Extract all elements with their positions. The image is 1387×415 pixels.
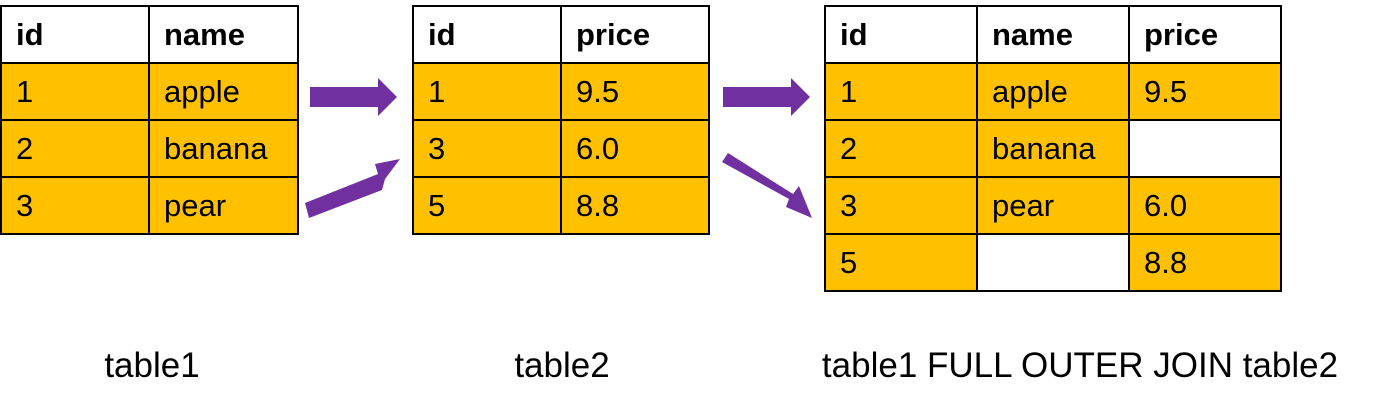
result-caption: table1 FULL OUTER JOIN table2 xyxy=(821,346,1339,385)
table-row: 1 apple xyxy=(0,62,299,121)
table1-cell: 1 xyxy=(0,62,150,121)
table-row: 5 8.8 xyxy=(824,233,1282,292)
arrow-table1-row1-to-table2 xyxy=(310,78,397,116)
table-row: 1 apple 9.5 xyxy=(824,62,1282,121)
table2-cell: 3 xyxy=(412,119,562,178)
table1-header-id: id xyxy=(0,5,150,64)
table2-cell: 9.5 xyxy=(560,62,710,121)
table1-cell: 2 xyxy=(0,119,150,178)
result-cell: banana xyxy=(976,119,1130,178)
table-row: 2 banana xyxy=(824,119,1282,178)
result-table: id name price 1 apple 9.5 2 banana 3 pea… xyxy=(824,5,1282,292)
result-cell: 2 xyxy=(824,119,978,178)
table1-header-name: name xyxy=(148,5,299,64)
table1-cell: apple xyxy=(148,62,299,121)
result-cell: 9.5 xyxy=(1128,62,1282,121)
result-header-price: price xyxy=(1128,5,1282,64)
table2-header-row: id price xyxy=(412,5,710,64)
table-row: 2 banana xyxy=(0,119,299,178)
result-cell: apple xyxy=(976,62,1130,121)
result-cell-null xyxy=(1128,119,1282,178)
table2-cell: 5 xyxy=(412,176,562,235)
result-cell: pear xyxy=(976,176,1130,235)
arrow-table2-row1-to-result xyxy=(723,78,810,116)
result-cell: 6.0 xyxy=(1128,176,1282,235)
table1-cell: 3 xyxy=(0,176,150,235)
table2: id price 1 9.5 3 6.0 5 8.8 xyxy=(412,5,710,235)
table2-cell: 1 xyxy=(412,62,562,121)
table-row: 3 pear 6.0 xyxy=(824,176,1282,235)
result-header-row: id name price xyxy=(824,5,1282,64)
arrow-table1-row3-to-table2 xyxy=(305,159,400,218)
table1-cell: banana xyxy=(148,119,299,178)
table2-header-id: id xyxy=(412,5,562,64)
table2-caption: table2 xyxy=(514,346,610,385)
table1-caption: table1 xyxy=(104,346,200,385)
table2-header-price: price xyxy=(560,5,710,64)
result-cell: 5 xyxy=(824,233,978,292)
result-cell: 1 xyxy=(824,62,978,121)
table1-header-row: id name xyxy=(0,5,299,64)
table-row: 3 pear xyxy=(0,176,299,235)
result-header-id: id xyxy=(824,5,978,64)
table1: id name 1 apple 2 banana 3 pear xyxy=(0,5,299,235)
table2-cell: 6.0 xyxy=(560,119,710,178)
arrow-table2-row2-to-result xyxy=(722,153,812,218)
result-cell: 3 xyxy=(824,176,978,235)
result-cell: 8.8 xyxy=(1128,233,1282,292)
table2-cell: 8.8 xyxy=(560,176,710,235)
table-row: 5 8.8 xyxy=(412,176,710,235)
table-row: 3 6.0 xyxy=(412,119,710,178)
result-cell-null xyxy=(976,233,1130,292)
table-row: 1 9.5 xyxy=(412,62,710,121)
result-header-name: name xyxy=(976,5,1130,64)
table1-cell: pear xyxy=(148,176,299,235)
